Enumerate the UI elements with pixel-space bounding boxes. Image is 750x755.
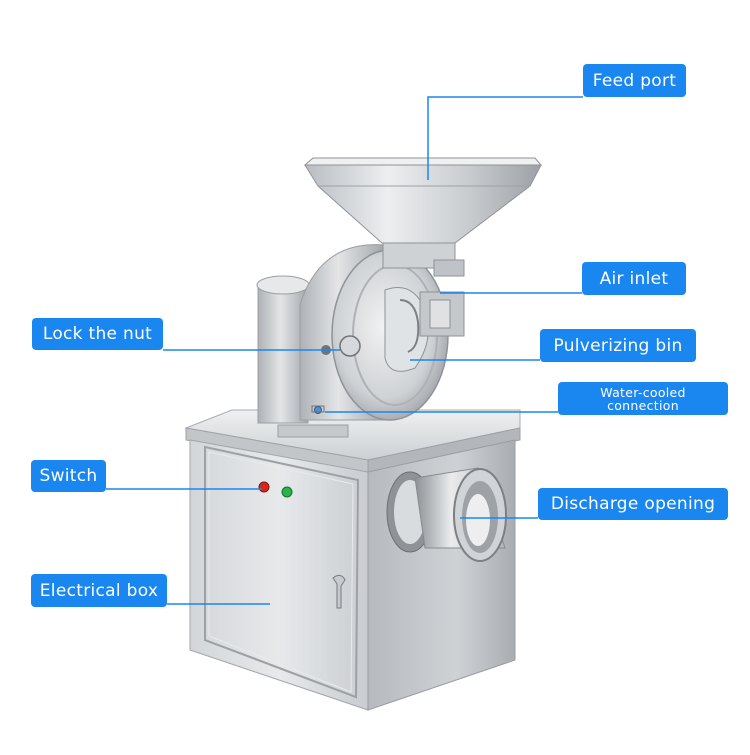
water-cooled-line-1: Water-cooled <box>600 384 686 400</box>
discharge-opening-label: Discharge opening <box>538 488 728 520</box>
lock-nut-icon <box>339 335 361 357</box>
switch-label: Switch <box>31 460 106 492</box>
feed-port-leader <box>427 96 583 180</box>
red-switch-icon <box>258 481 270 493</box>
discharge-cone <box>386 467 507 562</box>
air-inlet-label: Air inlet <box>582 262 686 295</box>
green-switch-icon <box>281 486 293 498</box>
electrical-cabinet <box>184 409 521 711</box>
lock-nut-label: Lock the nut <box>32 318 163 350</box>
water-cooled-connection-label: Water-cooled connection <box>558 382 728 415</box>
pulverizing-bin-label: Pulverizing bin <box>540 329 696 362</box>
water-cooled-line-2: connection <box>607 397 679 413</box>
door-handle-icon <box>332 574 346 609</box>
feed-port-label: Feed port <box>583 64 686 97</box>
feed-hopper <box>303 157 543 277</box>
pulverizing-chamber <box>299 244 465 421</box>
electrical-box-label: Electrical box <box>31 574 167 607</box>
leader-lines <box>106 96 583 605</box>
